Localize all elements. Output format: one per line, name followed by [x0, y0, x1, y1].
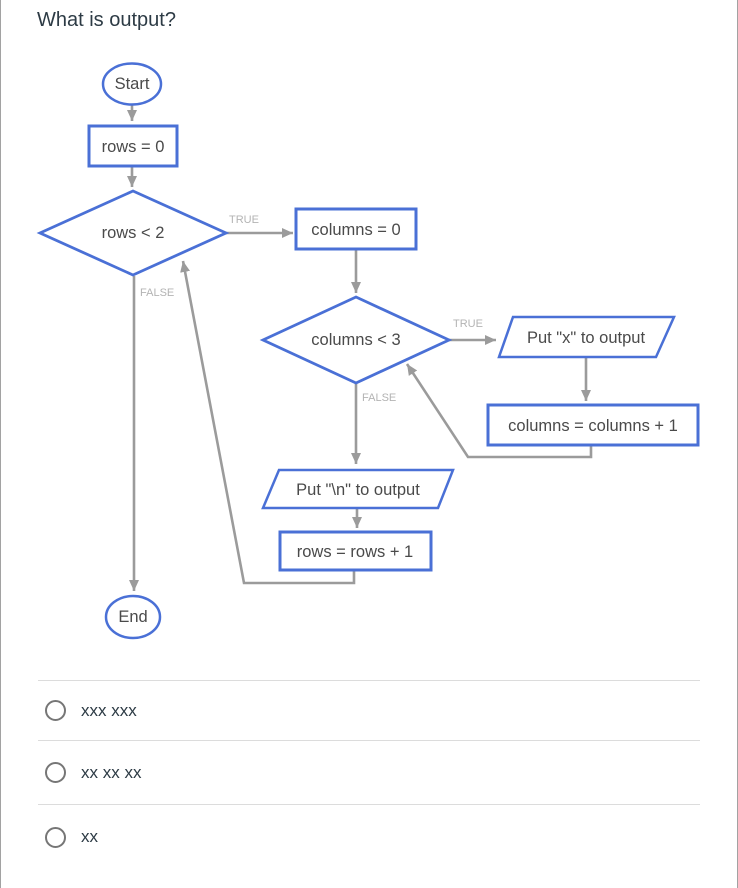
option-2-radio[interactable] — [45, 762, 66, 783]
label-rows-false: FALSE — [140, 287, 174, 299]
question-title: What is output? — [37, 9, 176, 31]
label-rows-true: TRUE — [229, 214, 259, 226]
flowchart-diagram: TRUE FALSE TRUE FALSE Start rows = 0 row… — [36, 62, 700, 640]
answer-option-3[interactable]: xx — [38, 804, 700, 869]
edge-inc-rows-loop-back — [180, 260, 356, 585]
rows-increment-label: rows = rows + 1 — [297, 543, 413, 561]
put-newline-label: Put "\n" to output — [296, 481, 420, 499]
option-2-label: xx xx xx — [81, 762, 142, 782]
columns-init-node — [294, 207, 418, 251]
columns-increment-label: columns = columns + 1 — [508, 417, 678, 435]
end-node — [104, 594, 162, 640]
end-node-label: End — [118, 608, 147, 626]
columns-condition-label: columns < 3 — [311, 331, 400, 349]
start-node-label: Start — [115, 75, 150, 93]
columns-init-label: columns = 0 — [311, 221, 400, 239]
option-1-radio[interactable] — [45, 700, 66, 721]
rows-condition-label: rows < 2 — [102, 224, 165, 242]
answer-options-list: xxx xxx xx xx xx xx — [1, 680, 737, 869]
option-3-label: xx — [81, 827, 98, 846]
put-newline-node — [261, 468, 455, 510]
label-columns-false: FALSE — [362, 392, 396, 404]
option-1-label: xxx xxx — [81, 700, 137, 720]
rows-init-node — [87, 124, 179, 168]
label-columns-true: TRUE — [453, 318, 483, 330]
rows-increment-node — [278, 530, 433, 572]
answer-option-1[interactable]: xxx xxx — [38, 680, 700, 740]
option-3-radio[interactable] — [45, 826, 66, 848]
answer-option-2[interactable]: xx xx xx — [38, 740, 700, 804]
columns-increment-node — [486, 403, 700, 447]
start-node — [101, 62, 163, 106]
edge-inc-columns-loop-back — [405, 363, 593, 459]
rows-init-label: rows = 0 — [102, 138, 165, 156]
put-x-label: Put "x" to output — [527, 329, 646, 347]
rows-condition-node — [36, 189, 230, 277]
put-x-node — [497, 315, 676, 359]
columns-condition-node — [259, 295, 453, 385]
